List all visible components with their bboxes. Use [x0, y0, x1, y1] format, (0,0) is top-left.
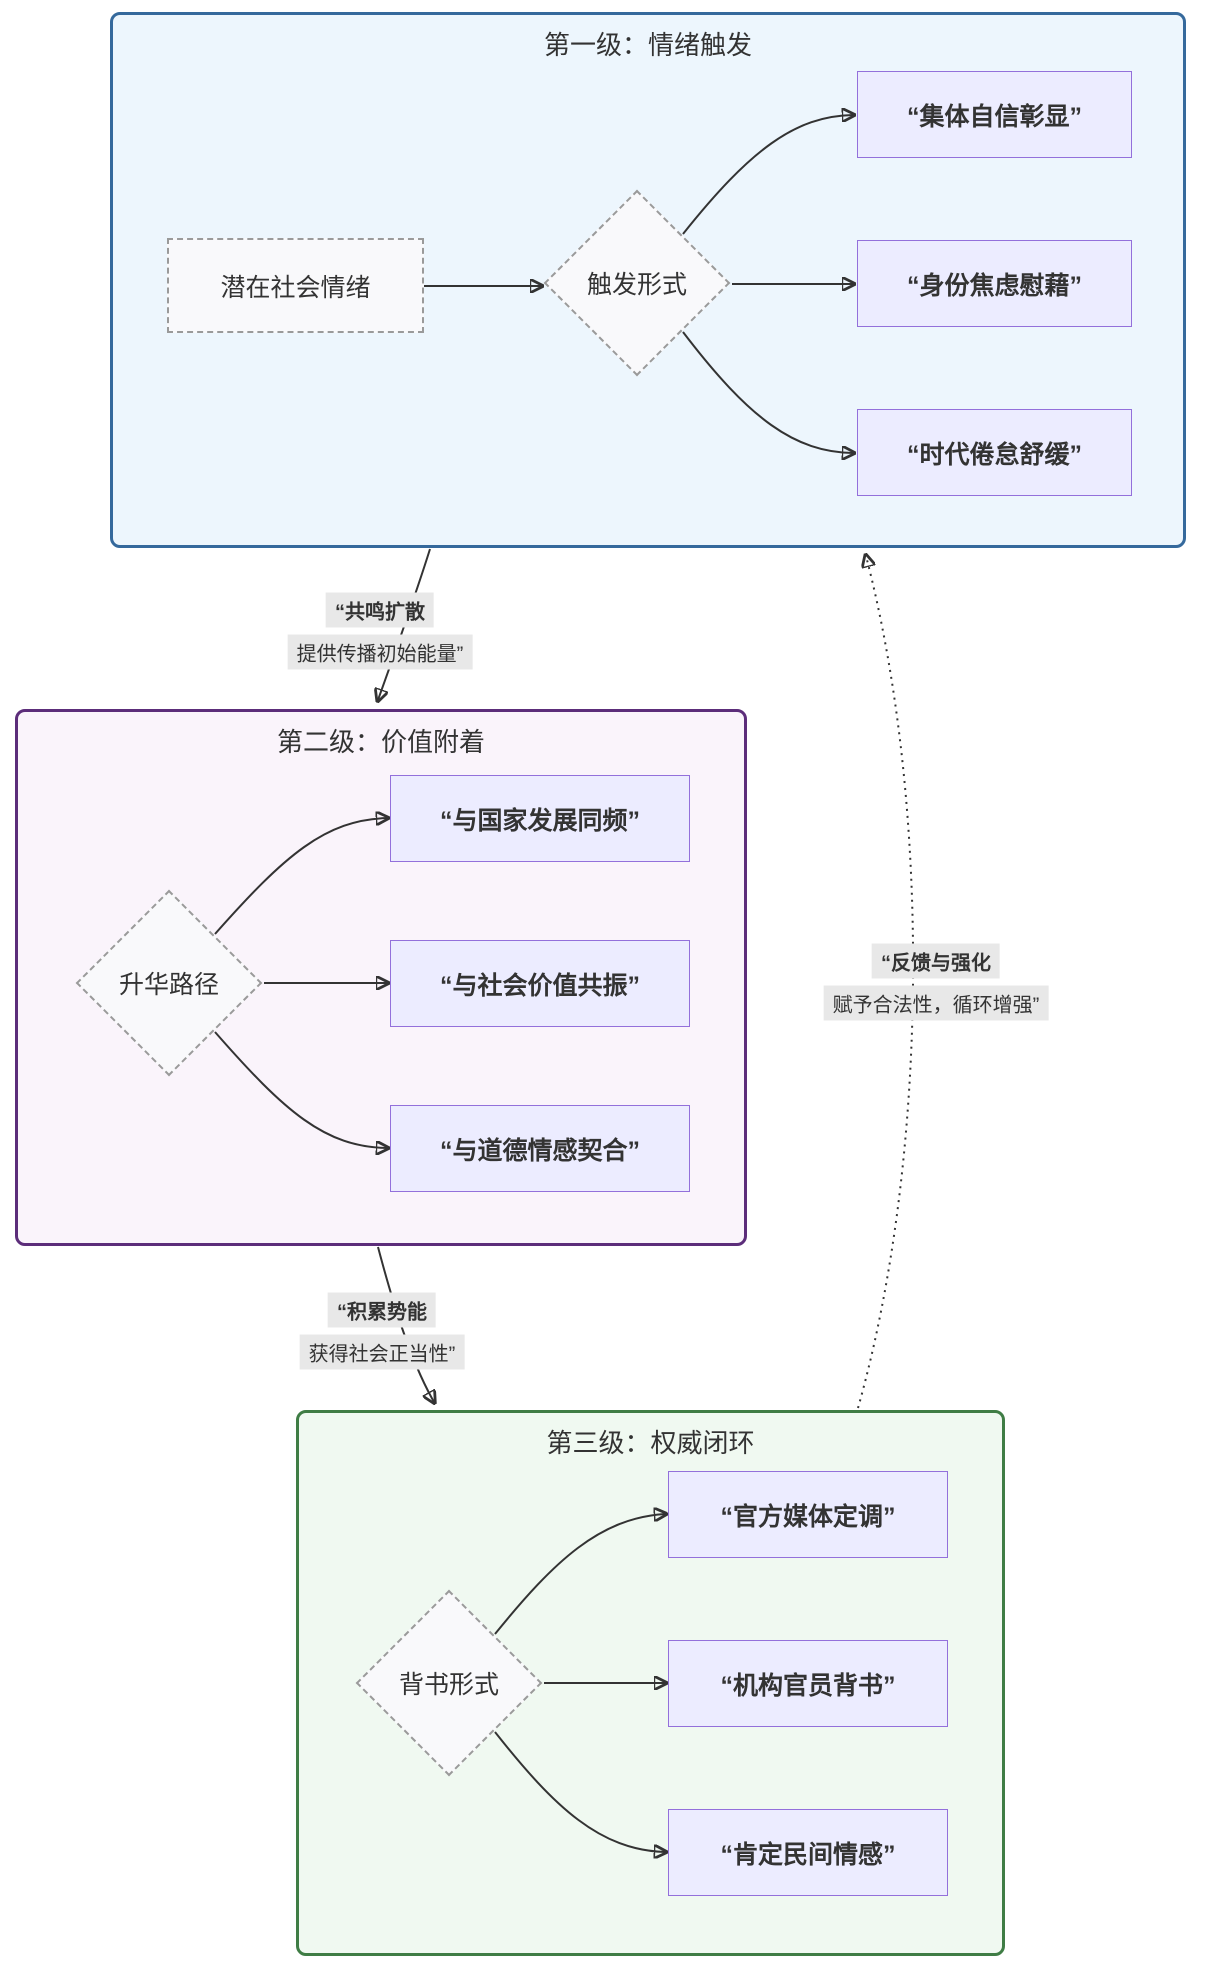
edge-path-to-output3	[214, 1031, 387, 1148]
edge-label-feedback: “反馈与强化 赋予合法性，循环增强”	[823, 943, 1049, 1021]
edge-level2-to-level3	[377, 1246, 434, 1402]
level1-title: 第一级：情绪触发	[543, 30, 752, 60]
edge-endorse-to-output1	[494, 1514, 665, 1635]
level1-output-2: “身份焦虑慰藉”	[857, 240, 1132, 327]
edge-feedback-level3-to-level1	[857, 556, 915, 1409]
level1-output-3-label: “时代倦怠舒缓”	[906, 440, 1082, 469]
level1-output-1-label: “集体自信彰显”	[906, 102, 1082, 131]
level2-output-2-label: “与社会价值共振”	[439, 971, 640, 1000]
level3-output-2-label: “机构官员背书”	[720, 1671, 896, 1700]
level3-output-1: “官方媒体定调”	[668, 1471, 948, 1558]
level3-output-3: “肯定民间情感”	[668, 1809, 948, 1896]
edge-label-feedback-line1: “反馈与强化	[871, 943, 1000, 979]
level3-output-2: “机构官员背书”	[668, 1640, 948, 1727]
level2-output-2: “与社会价值共振”	[390, 940, 690, 1027]
edge-label-feedback-line2: 赋予合法性，循环增强”	[823, 985, 1049, 1021]
level3-output-3-label: “肯定民间情感”	[720, 1840, 896, 1869]
level1-output-1: “集体自信彰显”	[857, 71, 1132, 158]
level2-output-1-label: “与国家发展同频”	[439, 806, 640, 835]
level1-decision-label: 触发形式	[586, 271, 688, 299]
edge-path-to-output1	[214, 818, 387, 935]
edge-label-momentum-line1: “积累势能	[327, 1292, 436, 1328]
edge-trigger-to-output1	[682, 115, 853, 235]
level1-output-3: “时代倦怠舒缓”	[857, 409, 1132, 496]
level1-source-label: 潜在社会情绪	[220, 273, 371, 302]
level2-output-3: “与道德情感契合”	[390, 1105, 690, 1192]
edge-label-resonance: “共鸣扩散 提供传播初始能量”	[287, 592, 473, 670]
edge-label-momentum-line2: 获得社会正当性”	[299, 1334, 465, 1370]
edge-trigger-to-output3	[682, 331, 853, 453]
edge-label-resonance-line2: 提供传播初始能量”	[287, 634, 473, 670]
level3-output-1-label: “官方媒体定调”	[720, 1502, 896, 1531]
level1-output-2-label: “身份焦虑慰藉”	[906, 271, 1082, 300]
level2-output-3-label: “与道德情感契合”	[439, 1136, 640, 1165]
edge-label-momentum: “积累势能 获得社会正当性”	[299, 1292, 465, 1370]
level3-title: 第三级：权威闭环	[546, 1428, 755, 1458]
level2-output-1: “与国家发展同频”	[390, 775, 690, 862]
level3-decision-label: 背书形式	[398, 1671, 500, 1699]
edge-endorse-to-output3	[494, 1731, 665, 1852]
level2-title: 第二级：价值附着	[276, 727, 485, 757]
edge-label-resonance-line1: “共鸣扩散	[325, 592, 434, 628]
level2-decision-label: 升华路径	[118, 971, 220, 999]
level1-source-node: 潜在社会情绪	[167, 238, 424, 333]
